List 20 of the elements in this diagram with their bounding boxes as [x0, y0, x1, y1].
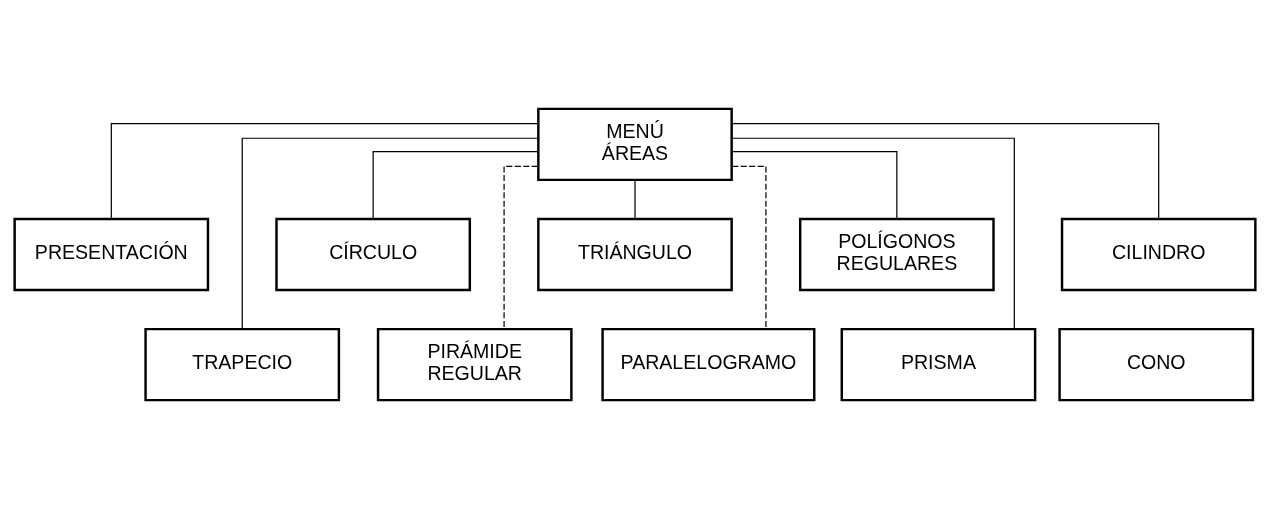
- node-box: TRIÁNGULO: [537, 217, 733, 292]
- connector: [731, 122, 1160, 220]
- node-box: PRISMA: [840, 327, 1037, 402]
- node-box: CÍRCULO: [275, 217, 472, 292]
- node-box: PRESENTACIÓN: [13, 217, 210, 292]
- node-box: MENÚ ÁREAS: [537, 107, 733, 182]
- node-box: TRAPECIO: [144, 327, 341, 402]
- connector: [110, 122, 539, 220]
- connector: [731, 151, 898, 220]
- node-box: PIRÁMIDE REGULAR: [376, 327, 573, 402]
- connector: [503, 165, 539, 330]
- node-box: CILINDRO: [1060, 217, 1257, 292]
- connector: [372, 151, 539, 220]
- node-box: POLÍGONOS REGULARES: [798, 217, 995, 292]
- connector: [731, 165, 767, 330]
- connector: [241, 137, 539, 330]
- node-box: CONO: [1058, 327, 1255, 402]
- connector: [634, 179, 636, 220]
- node-box: PARALELOGRAMO: [601, 327, 816, 402]
- connector: [731, 137, 1015, 330]
